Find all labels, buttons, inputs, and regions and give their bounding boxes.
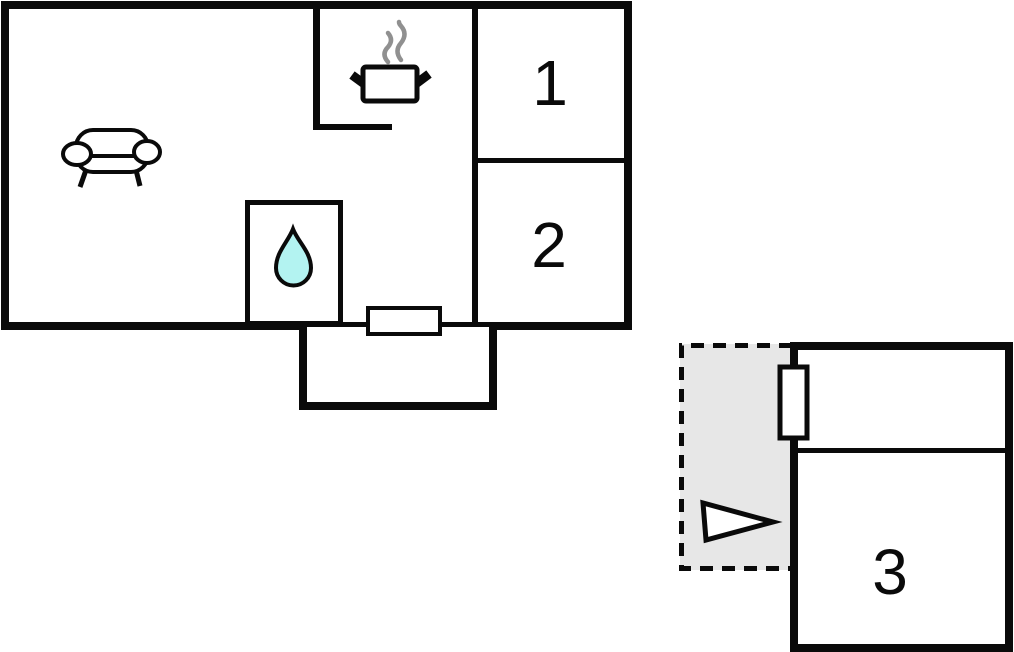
cooking-pot-icon: [349, 19, 432, 104]
door-icon: [366, 306, 442, 336]
water-drop-icon: [273, 223, 314, 288]
wall-annex-room-divider: [798, 448, 1005, 453]
annex-building: 3: [679, 342, 1013, 652]
wall-annex-bottom: [790, 644, 1013, 652]
wall-porch-left: [299, 327, 307, 410]
room-2-label: 2: [531, 209, 567, 281]
wall-porch-right: [489, 327, 497, 410]
terrace-area: [680, 344, 792, 570]
wall-annex-right: [1005, 342, 1013, 652]
room-1-label: 1: [532, 47, 568, 119]
wall-porch-bottom: [299, 402, 497, 410]
wall-kitchen-vertical: [313, 9, 320, 130]
wall-main-right: [624, 1, 632, 330]
entrance-arrow-icon: [700, 499, 783, 544]
wall-main-top: [1, 1, 632, 9]
wall-annex-left: [790, 342, 798, 652]
wall-room1-room2-divider: [478, 158, 624, 163]
terrace-dashed-border: [679, 343, 792, 571]
steam-icon: [382, 19, 407, 65]
annex-door-icon: [777, 364, 810, 441]
sofa-icon: [61, 128, 162, 188]
main-building: 1 2: [1, 1, 632, 410]
wall-main-left: [1, 1, 9, 330]
wall-kitchen-horizontal: [313, 124, 392, 130]
wall-main-bottom-left: [1, 322, 307, 330]
wall-annex-top: [790, 342, 1013, 350]
wall-main-bottom-right: [489, 322, 632, 330]
room-3-label: 3: [872, 536, 908, 608]
wall-rooms-vertical: [472, 9, 478, 322]
